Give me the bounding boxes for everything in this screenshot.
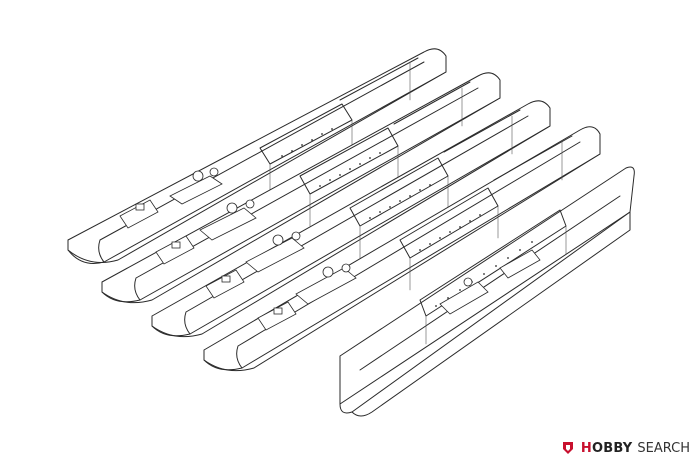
float-unit-1	[67, 48, 447, 264]
watermark-word: SEARCH	[637, 440, 690, 456]
float-unit-4	[203, 126, 601, 372]
watermark-brand: HOBBY	[580, 440, 633, 456]
hobby-search-logo	[562, 442, 573, 454]
float-unit-5	[339, 166, 635, 417]
float-unit-3	[151, 100, 551, 338]
float-unit-2	[101, 72, 501, 304]
hobby-search-watermark: HOBBY SEARCH	[560, 438, 690, 458]
